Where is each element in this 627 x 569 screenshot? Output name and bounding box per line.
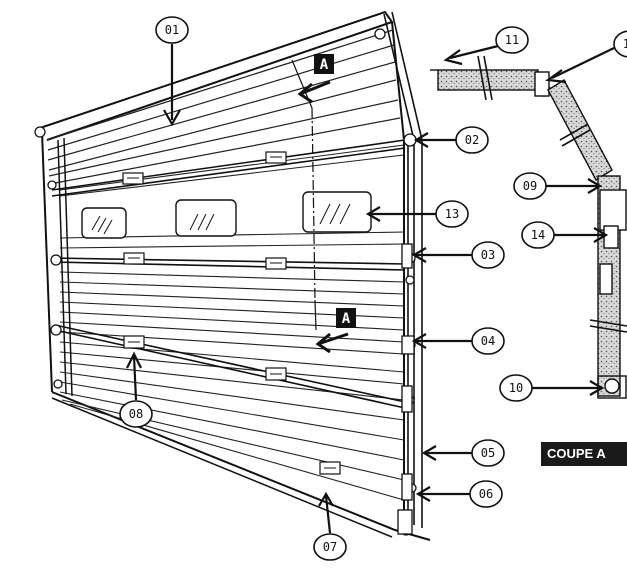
svg-text:03: 03 [481,248,495,262]
callout-14: 14 [521,221,555,249]
window-2 [175,199,237,237]
callout-13: 13 [435,200,469,228]
section-marker-top: A [314,54,334,74]
svg-text:05: 05 [481,446,495,460]
left-stile [57,137,73,397]
callout-06: 06 [469,480,503,508]
callout-12: 12 [613,30,627,58]
svg-text:A: A [342,311,351,327]
svg-text:01: 01 [165,23,179,37]
callout-07: 07 [313,533,347,561]
section-arrows [297,80,349,354]
svg-text:12: 12 [623,37,627,51]
top-slats [46,29,401,185]
callout-08: 08 [119,400,153,428]
leader-lines [126,44,615,534]
section-view [430,55,627,399]
hinge-rails [51,139,406,409]
callout-09: 09 [513,172,547,200]
svg-text:06: 06 [479,487,493,501]
svg-text:04: 04 [481,334,495,348]
door-panel [39,10,431,541]
window-row [81,191,372,239]
section-title: COUPE A [541,442,627,466]
window-1 [81,207,127,239]
svg-text:11: 11 [505,33,519,47]
callout-11: 11 [495,26,529,54]
svg-text:02: 02 [465,133,479,147]
callout-04: 04 [471,327,505,355]
svg-text:09: 09 [523,179,537,193]
svg-text:A: A [320,57,329,73]
callouts: 01 02 03 04 05 06 07 08 09 10 11 12 13 1… [119,16,627,561]
callout-03: 03 [471,241,505,269]
svg-text:07: 07 [323,540,337,554]
callout-10: 10 [499,374,533,402]
section-marker-bottom: A [336,308,356,328]
svg-text:13: 13 [445,207,459,221]
side-brackets [34,28,417,536]
svg-text:14: 14 [531,228,545,242]
side-track [383,11,423,528]
svg-text:08: 08 [129,407,143,421]
callout-01: 01 [155,16,189,44]
svg-text:10: 10 [509,381,523,395]
callout-05: 05 [471,439,505,467]
panel-hinges [122,151,341,475]
callout-02: 02 [455,126,489,154]
